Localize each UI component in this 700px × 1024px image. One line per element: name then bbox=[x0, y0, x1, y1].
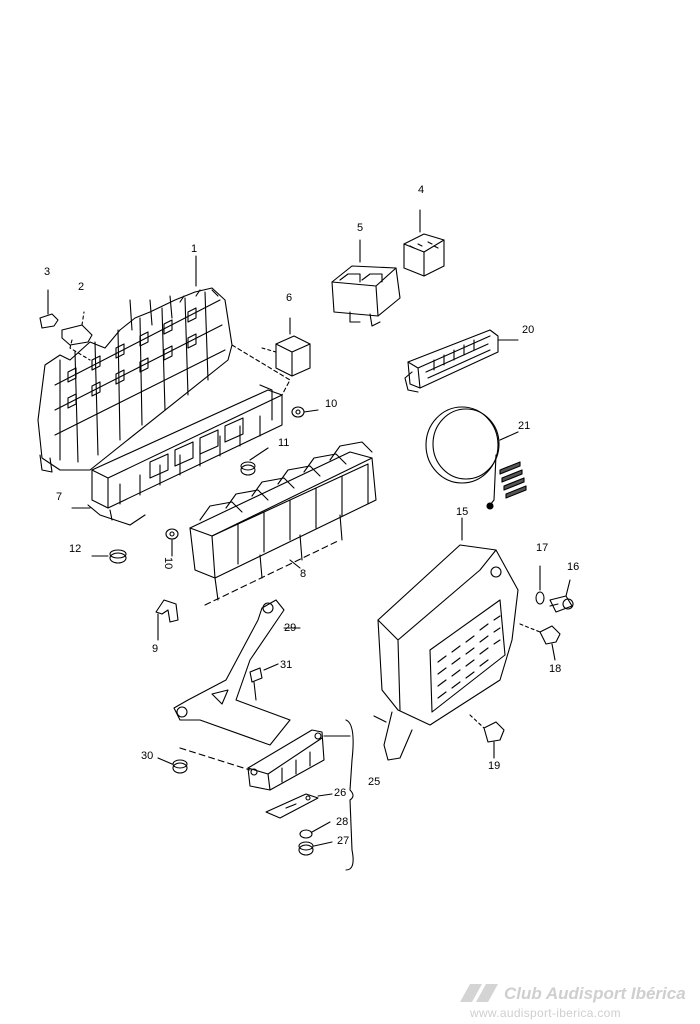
washer-part-28 bbox=[299, 821, 331, 839]
relay-carrier-part-1 bbox=[37, 287, 233, 473]
callout-5: 5 bbox=[357, 222, 364, 234]
callout-9: 9 bbox=[152, 643, 159, 655]
watermark-title: Club Audisport Ibérica bbox=[504, 984, 686, 1003]
stay-part-29 bbox=[173, 599, 301, 746]
nut-part-10b bbox=[165, 528, 179, 557]
callout-26: 26 bbox=[334, 787, 347, 799]
bracket-part-9 bbox=[155, 599, 179, 641]
club-logo-icon bbox=[460, 984, 498, 1002]
callout-21: 21 bbox=[518, 420, 531, 432]
holder-part-25 bbox=[179, 719, 354, 871]
clip-part-2 bbox=[61, 311, 93, 361]
callout-29: 29 bbox=[284, 622, 297, 634]
callout-17: 17 bbox=[536, 542, 549, 554]
callout-20: 20 bbox=[522, 324, 535, 336]
washer-part-17 bbox=[535, 565, 545, 605]
relay-plate-part-7 bbox=[87, 344, 291, 526]
nut-part-12 bbox=[91, 549, 127, 564]
clip-part-18 bbox=[519, 623, 561, 661]
callout-31: 31 bbox=[280, 659, 293, 671]
callout-27: 27 bbox=[337, 835, 350, 847]
callout-30: 30 bbox=[141, 750, 154, 762]
callout-7: 7 bbox=[56, 491, 63, 503]
callout-18: 18 bbox=[549, 663, 562, 675]
connector-strip-part-20 bbox=[404, 329, 519, 393]
callout-12: 12 bbox=[69, 543, 82, 555]
callout-10-top: 10 bbox=[325, 398, 338, 410]
clip-part-3 bbox=[39, 289, 59, 329]
callout-19: 19 bbox=[488, 760, 501, 772]
wire-loop-part-21 bbox=[425, 406, 527, 510]
cover-part-15 bbox=[373, 517, 519, 761]
callout-8: 8 bbox=[300, 568, 307, 580]
nut-part-11 bbox=[240, 447, 269, 476]
callout-1: 1 bbox=[191, 243, 198, 255]
relay-socket-part-5 bbox=[331, 239, 401, 327]
watermark-url: www.audisport-iberica.com bbox=[470, 1006, 621, 1020]
callout-15: 15 bbox=[456, 506, 469, 518]
callout-6: 6 bbox=[286, 292, 293, 304]
callout-25: 25 bbox=[368, 776, 381, 788]
relay-part-4 bbox=[403, 209, 445, 277]
relay-part-6 bbox=[261, 317, 311, 377]
relay-row-part-8 bbox=[189, 441, 377, 606]
screw-part-16 bbox=[549, 579, 574, 613]
callout-3: 3 bbox=[44, 266, 51, 278]
nut-part-27 bbox=[298, 841, 333, 856]
callout-16: 16 bbox=[567, 561, 580, 573]
bolt-part-31 bbox=[249, 663, 279, 701]
callout-2: 2 bbox=[78, 281, 85, 293]
nut-part-30 bbox=[157, 757, 188, 774]
callout-11: 11 bbox=[278, 437, 290, 449]
clip-part-19 bbox=[469, 714, 505, 759]
callout-28: 28 bbox=[336, 816, 349, 828]
callout-10-bottom: 10 bbox=[162, 557, 174, 570]
plate-part-26 bbox=[265, 793, 333, 819]
callout-4: 4 bbox=[418, 184, 425, 196]
nut-part-10a bbox=[291, 406, 319, 418]
watermark: Club Audisport Ibérica www.audisport-ibe… bbox=[452, 982, 698, 1022]
